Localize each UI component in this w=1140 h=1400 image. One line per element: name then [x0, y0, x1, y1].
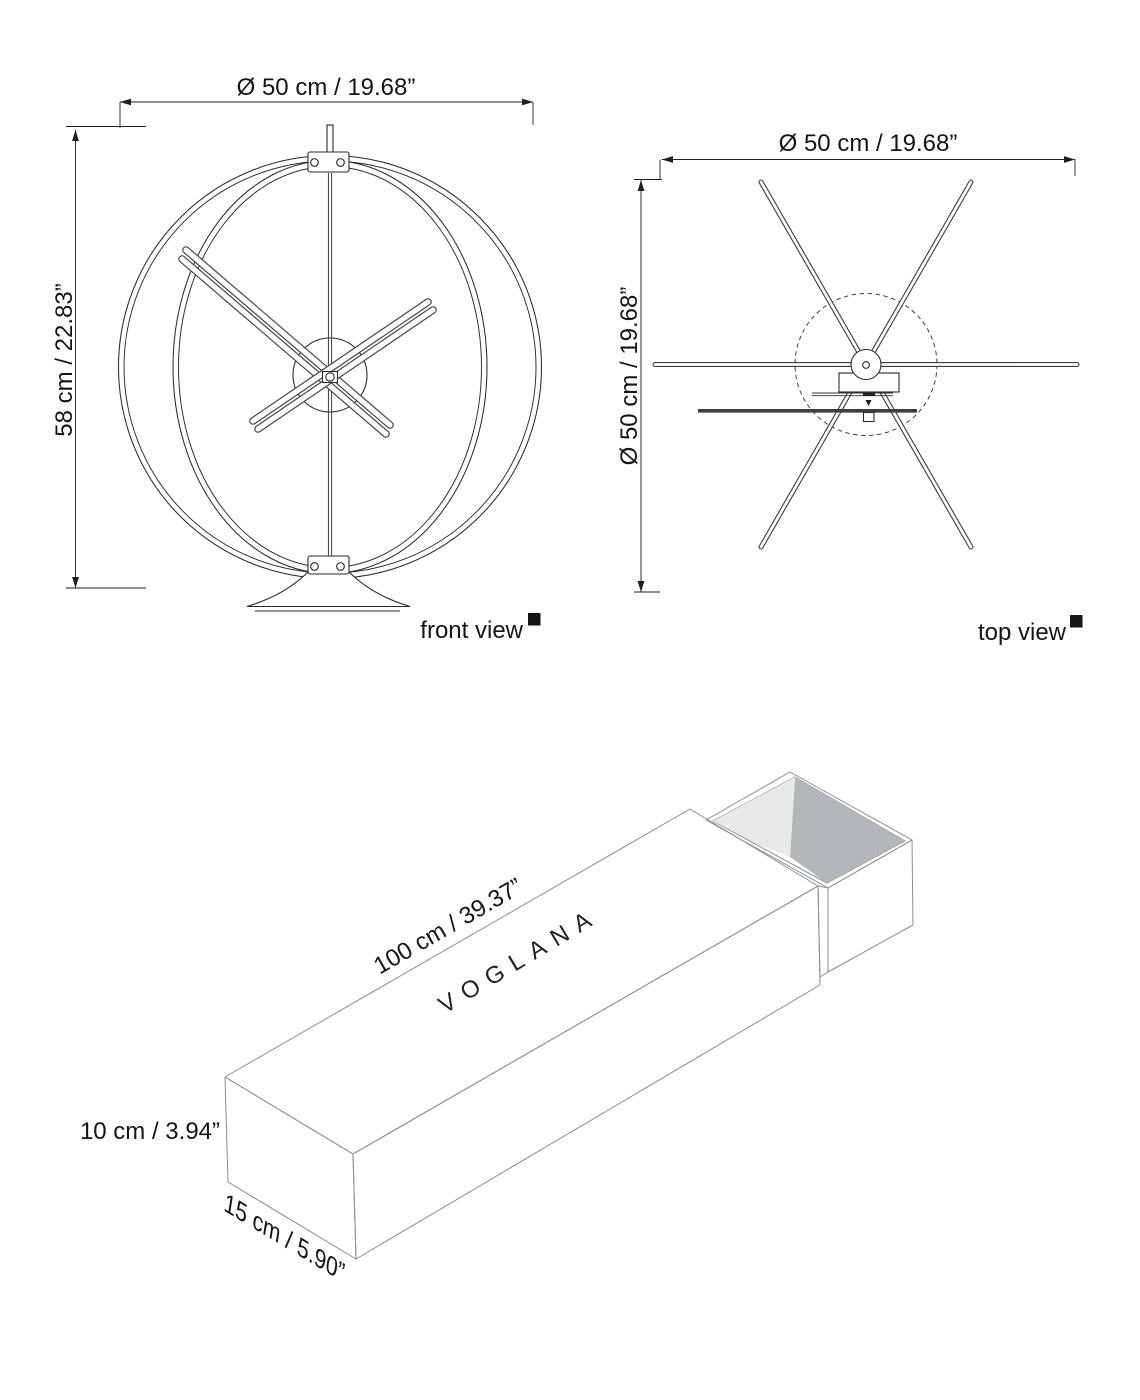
front-height-dimension: 58 cm / 22.83”	[51, 126, 146, 589]
arrowhead-down	[72, 577, 79, 588]
front-view: Ø 50 cm / 19.68” 58 cm / 22.83”	[51, 74, 543, 644]
outer-sleeve: VOGLANA	[224, 808, 821, 1260]
front-width-dimension: Ø 50 cm / 19.68”	[119, 74, 534, 128]
top-pin	[326, 124, 334, 156]
top-clock-drawing	[652, 179, 1080, 550]
box-height-dim-text: 10 cm / 3.94”	[80, 1118, 220, 1145]
top-view-marker-square-icon	[1070, 615, 1083, 628]
top-view-label: top view	[978, 619, 1067, 646]
arrowhead-right	[1064, 156, 1075, 163]
top-height-dimension: Ø 50 cm / 19.68”	[616, 179, 662, 593]
sleeve-front-face	[352, 885, 821, 1260]
box-depth-dim-text: 15 cm / 5.90”	[222, 1187, 347, 1288]
front-view-marker-square-icon	[528, 613, 541, 626]
front-height-dim-text: 58 cm / 22.83”	[51, 283, 78, 436]
clock-base	[246, 571, 411, 608]
top-hub-axis	[862, 361, 870, 369]
front-width-dim-text: Ø 50 cm / 19.68”	[237, 74, 416, 101]
top-view: Ø 50 cm / 19.68” Ø 50 cm / 19.68”	[616, 130, 1083, 646]
arrowhead-left	[662, 156, 673, 163]
arrowhead-down	[637, 581, 645, 592]
front-view-label: front view	[420, 617, 523, 644]
inner-tray	[705, 771, 914, 978]
clock-hands	[178, 246, 437, 438]
tray-interior-shadow	[790, 777, 905, 883]
front-clock-drawing	[117, 124, 543, 612]
arrowhead-up	[637, 180, 645, 191]
top-bracket	[307, 151, 350, 173]
arrowhead-left	[120, 98, 131, 106]
arrowhead-up	[72, 130, 79, 141]
arrowhead-right	[522, 98, 533, 106]
top-width-dimension: Ø 50 cm / 19.68”	[659, 130, 1076, 179]
hanger-detail	[862, 411, 875, 423]
small-down-arrow	[865, 400, 872, 407]
top-height-dim-text: Ø 50 cm / 19.68”	[616, 287, 643, 466]
hand-axis	[325, 372, 335, 382]
packaging-box: VOGLANA 100 cm / 39.37” 10 cm / 3.94” 15…	[80, 771, 914, 1288]
top-width-dim-text: Ø 50 cm / 19.68”	[779, 130, 958, 157]
